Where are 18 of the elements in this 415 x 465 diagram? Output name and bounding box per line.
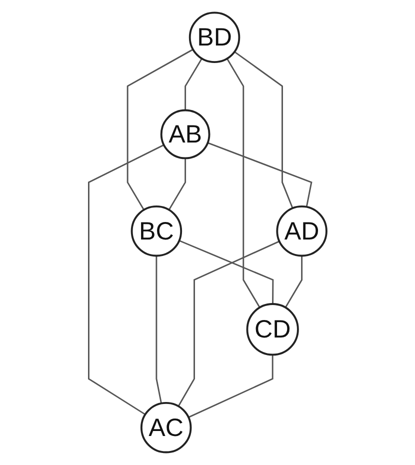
connector — [178, 240, 280, 407]
node-circle: AD — [276, 206, 328, 257]
connector — [207, 142, 312, 208]
node-circle: AC — [140, 402, 192, 454]
node-circle: CD — [246, 303, 299, 356]
connector — [126, 48, 194, 210]
node-circle: AB — [160, 109, 210, 160]
node-circle: BD — [188, 12, 240, 64]
connector — [226, 58, 260, 308]
connector — [234, 51, 294, 208]
connector — [168, 158, 186, 210]
connector — [188, 354, 274, 418]
connector — [284, 256, 302, 308]
connector — [156, 256, 162, 404]
connector — [184, 58, 202, 110]
connector — [178, 240, 274, 304]
node-circle: BC — [130, 206, 182, 257]
connector — [88, 144, 164, 416]
